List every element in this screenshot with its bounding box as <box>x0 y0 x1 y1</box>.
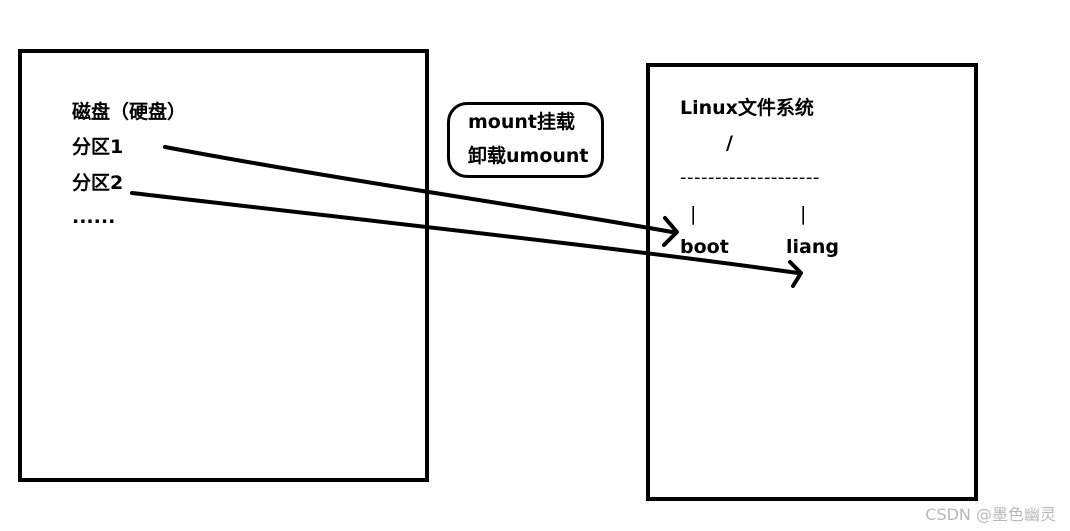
branch-line-right: | <box>800 203 807 225</box>
partition-1-label: 分区1 <box>72 136 124 158</box>
filesystem-title: Linux文件系统 <box>680 97 814 119</box>
tree-divider: -------------------- <box>680 167 820 188</box>
ellipsis-label: ...... <box>72 206 116 228</box>
partition-2-label: 分区2 <box>72 172 124 194</box>
linux-filesystem-box <box>646 63 978 501</box>
csdn-watermark: CSDN @墨色幽灵 <box>925 505 1056 524</box>
liang-directory-label: liang <box>786 236 839 258</box>
umount-label: 卸载umount <box>468 145 589 167</box>
mount-label: mount挂载 <box>468 111 575 133</box>
root-directory-label: / <box>726 132 733 154</box>
branch-line-left: | <box>690 203 697 225</box>
boot-directory-label: boot <box>680 236 729 258</box>
disk-title: 磁盘（硬盘） <box>72 101 187 123</box>
